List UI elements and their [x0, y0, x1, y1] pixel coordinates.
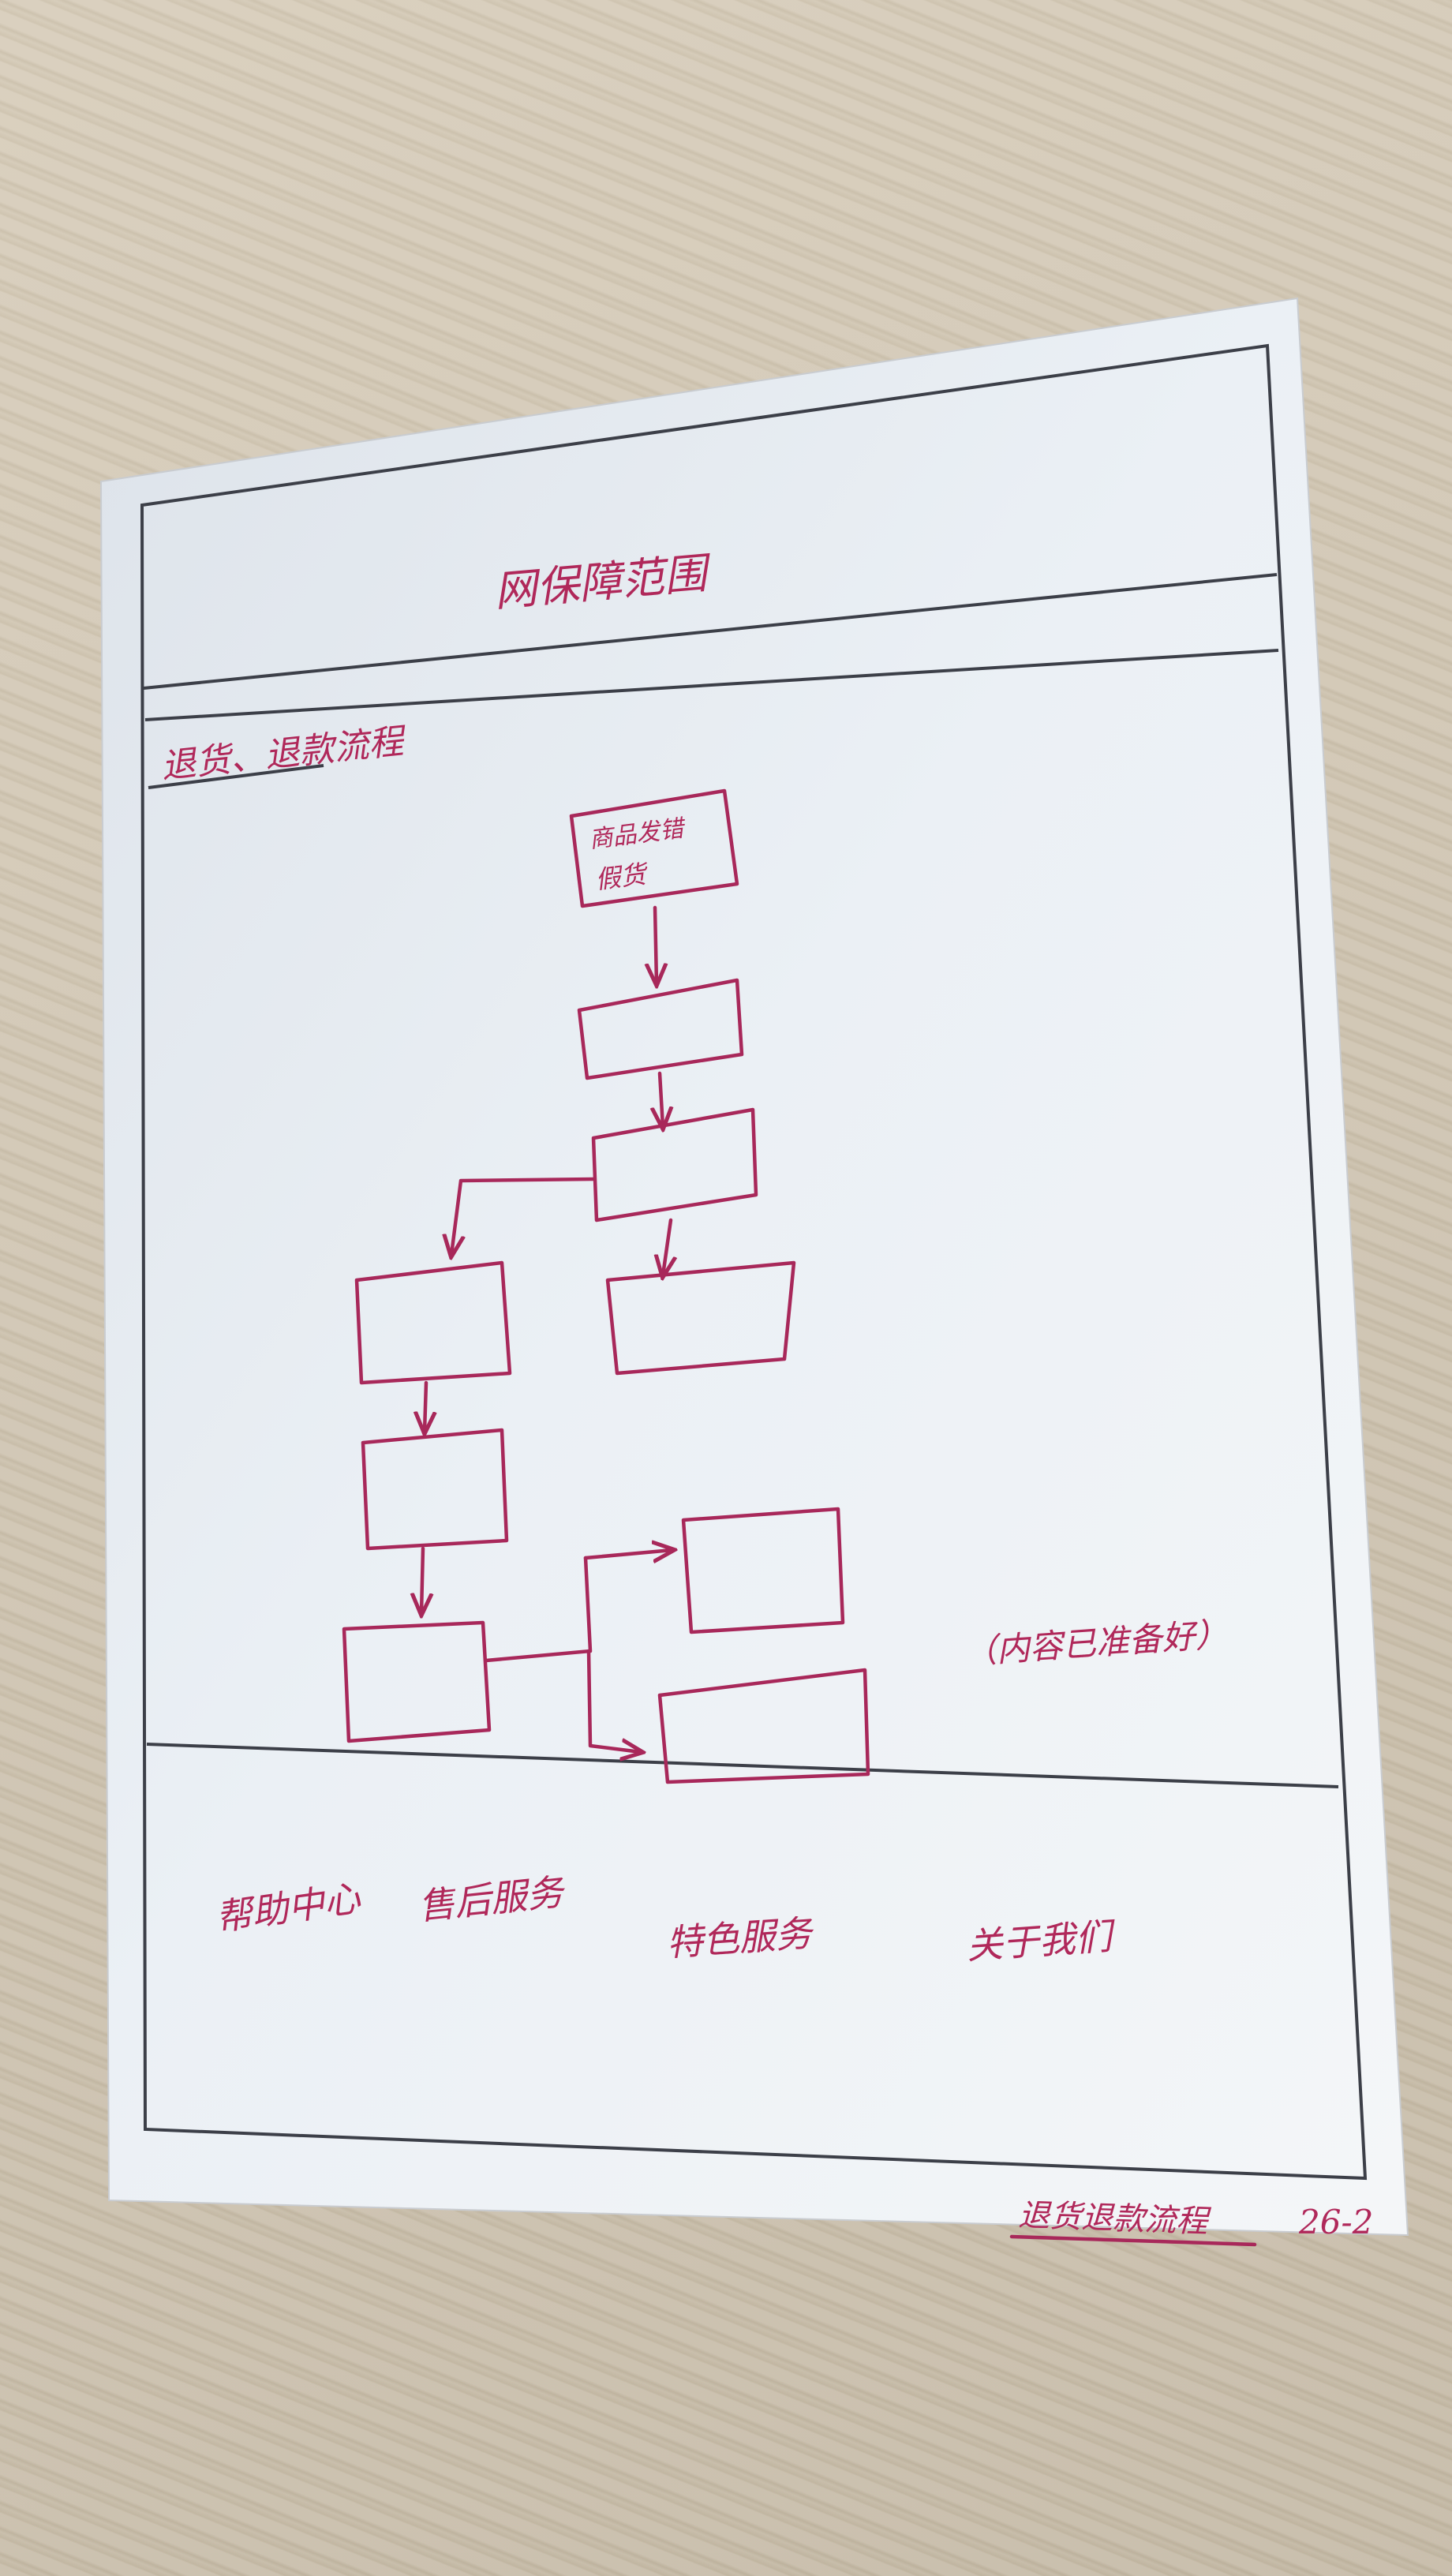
- flowchart: 商品发错 假货: [342, 788, 870, 1784]
- flow-box-right-2: [681, 1507, 845, 1634]
- flow-arrow-1: [655, 905, 657, 983]
- flow-box-3: [591, 1107, 758, 1222]
- page-caption-underline: [1009, 2234, 1257, 2247]
- flow-box-start: [569, 788, 739, 908]
- pencil-outer-border: [140, 343, 1368, 2181]
- flow-box-left-3: [342, 1620, 492, 1743]
- flow-arrow-6-down: [586, 1649, 641, 1752]
- flow-arrow-2: [660, 1071, 663, 1127]
- flow-box-left-1: [354, 1260, 512, 1385]
- flow-arrow-3-left: [451, 1177, 596, 1255]
- flow-start-label-line2: 假货: [593, 859, 650, 895]
- flow-box-left-2: [361, 1428, 509, 1551]
- flow-arrow-5: [421, 1546, 423, 1613]
- pencil-section-underline: [148, 764, 324, 789]
- pencil-footer-divider: [146, 1743, 1339, 1788]
- page-caption: 退货退款流程: [1018, 2197, 1212, 2241]
- flow-box-2: [577, 978, 744, 1080]
- pencil-header-divider-2: [144, 649, 1279, 721]
- flow-arrow-3-down: [663, 1218, 671, 1275]
- flow-arrow-6-up: [583, 1550, 672, 1558]
- flow-box-right-3: [657, 1668, 870, 1784]
- pencil-header-divider-1: [143, 573, 1278, 690]
- footer-link-featured-services: 特色服务: [665, 1911, 816, 1964]
- flow-arrow-4: [425, 1380, 426, 1432]
- flow-box-right-1: [605, 1260, 796, 1376]
- footer-link-about-us: 关于我们: [965, 1915, 1117, 1968]
- page-number: 26-2: [1298, 2203, 1373, 2241]
